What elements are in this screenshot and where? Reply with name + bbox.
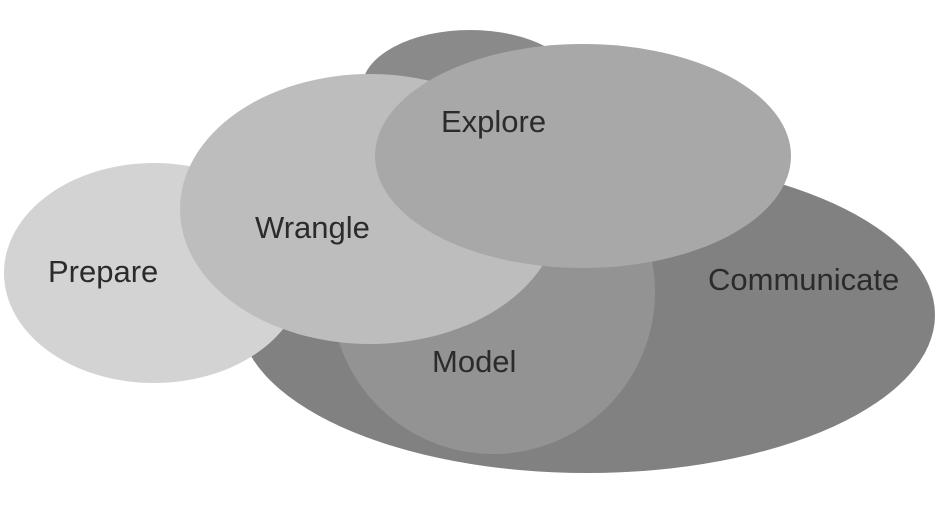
explore-label: Explore — [441, 104, 546, 139]
prepare-label: Prepare — [48, 254, 158, 289]
model-label: Model — [432, 344, 516, 379]
wrangle-label: Wrangle — [255, 210, 370, 245]
explore-ellipse — [375, 44, 791, 268]
communicate-label: Communicate — [708, 262, 899, 297]
